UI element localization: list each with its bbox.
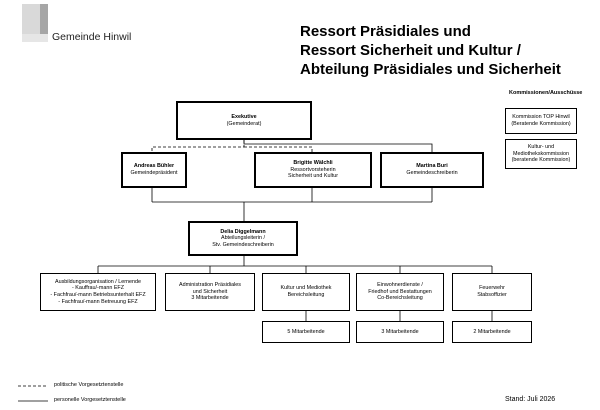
unit-line: - Kauffrau/-mann EFZ <box>71 285 125 292</box>
waelchli-box: Brigitte Wälchli Ressortvorsteherin Sich… <box>254 152 372 188</box>
box-role: Gemeindepräsident <box>130 170 178 176</box>
unit-einwohnerdienste-box: Einwohnerdienste / Friedhof und Bestattu… <box>356 273 444 311</box>
staff-count: 5 Mitarbeitende <box>287 328 325 335</box>
unit-line: Feuerwehr <box>479 285 505 292</box>
unit-line: Friedhof und Bestattungen <box>368 288 432 295</box>
box-name: Andreas Bühler <box>133 163 175 170</box>
political-line <box>244 146 313 152</box>
box-role: Stv. Gemeindeschreiberin <box>212 241 274 248</box>
unit-line: - Fachfrau/-mann Betriebsunterhalt EFZ <box>50 292 146 298</box>
political-line <box>151 140 245 152</box>
unit-line: Bereichsleitung <box>287 292 325 298</box>
staff-kultur-box: 5 Mitarbeitende <box>262 321 350 343</box>
staff-einwohnerdienste-box: 3 Mitarbeitende <box>356 321 444 343</box>
box-role: Sicherheit und Kultur <box>287 173 339 180</box>
box-name: Brigitte Wälchli <box>293 160 333 167</box>
unit-line: Stabsoffizier <box>477 292 507 298</box>
kommission-name: Kommission TOP Hinwil <box>512 114 570 121</box>
kommission-type: (beratende Kommission) <box>511 157 571 164</box>
unit-line: - Fachfrau/-mann Betreuung EFZ <box>58 298 138 305</box>
title-line: Ressort Präsidiales und <box>300 23 471 40</box>
unit-line: Einwohnerdienste / <box>377 282 423 289</box>
box-name: Exekutive <box>231 113 257 120</box>
unit-line: Kultur und Mediothek <box>280 285 332 292</box>
box-role: Gemeindeschreiberin <box>406 170 458 176</box>
unit-line: und Sicherheit <box>192 288 228 295</box>
page-title: Ressort Präsidiales und Ressort Sicherhe… <box>300 22 561 79</box>
stand-date: Stand: Juli 2026 <box>505 396 556 403</box>
unit-line: 3 Mitarbeitende <box>191 295 229 302</box>
box-role: Abteilungsleiterin / <box>220 235 266 242</box>
staff-count: 2 Mitarbeitende <box>473 328 511 335</box>
gemeinde-logo-mark <box>22 4 48 42</box>
buri-box: Martina Buri Gemeindeschreiberin <box>380 152 484 188</box>
box-role: (Gemeinderat) <box>226 120 262 127</box>
diggelmann-box: Delia Diggelmann Abteilungsleiterin / St… <box>188 221 298 256</box>
buehler-box: Andreas Bühler Gemeindepräsident <box>121 152 187 188</box>
box-name: Martina Buri <box>416 163 448 170</box>
unit-line: Ausbildungsorganisation / Lernende <box>54 278 141 285</box>
kommission-top-box: Kommission TOP Hinwil (Beratende Kommiss… <box>505 108 577 134</box>
personnel-line <box>243 140 433 152</box>
unit-line: Co-Bereichsleitung <box>377 295 423 302</box>
kommission-name: Kultur- und <box>527 144 555 151</box>
title-line: Abteilung Präsidiales und Sicherheit <box>300 61 561 78</box>
logo-text: Gemeinde Hinwil <box>52 31 132 43</box>
legend-solid-label: personelle Vorgesetztenstelle <box>54 397 126 403</box>
box-name: Delia Diggelmann <box>220 228 266 235</box>
staff-feuerwehr-box: 2 Mitarbeitende <box>452 321 532 343</box>
exekutive-box: Exekutive (Gemeinderat) <box>176 101 312 140</box>
legend-dashed-label: politische Vorgesetztenstelle <box>54 382 124 388</box>
box-role: Ressortvorsteherin <box>290 166 336 173</box>
kommissionen-heading: Kommissionen/Ausschüsse <box>509 90 583 96</box>
unit-kultur-box: Kultur und Mediothek Bereichsleitung <box>262 273 350 311</box>
staff-count: 3 Mitarbeitende <box>381 328 419 335</box>
kommission-name: Mediothekskommission <box>512 150 570 157</box>
unit-ausbildung-box: Ausbildungsorganisation / Lernende - Kau… <box>40 273 156 311</box>
unit-line: Administration Präsidiales <box>178 282 242 289</box>
title-line: Ressort Sicherheit und Kultur / <box>300 42 521 59</box>
unit-feuerwehr-box: Feuerwehr Stabsoffizier <box>452 273 532 311</box>
unit-administration-box: Administration Präsidiales und Sicherhei… <box>165 273 255 311</box>
kommission-kultur-box: Kultur- und Mediothekskommission (berate… <box>505 139 577 169</box>
kommission-type: (Beratende Kommission) <box>511 121 571 127</box>
